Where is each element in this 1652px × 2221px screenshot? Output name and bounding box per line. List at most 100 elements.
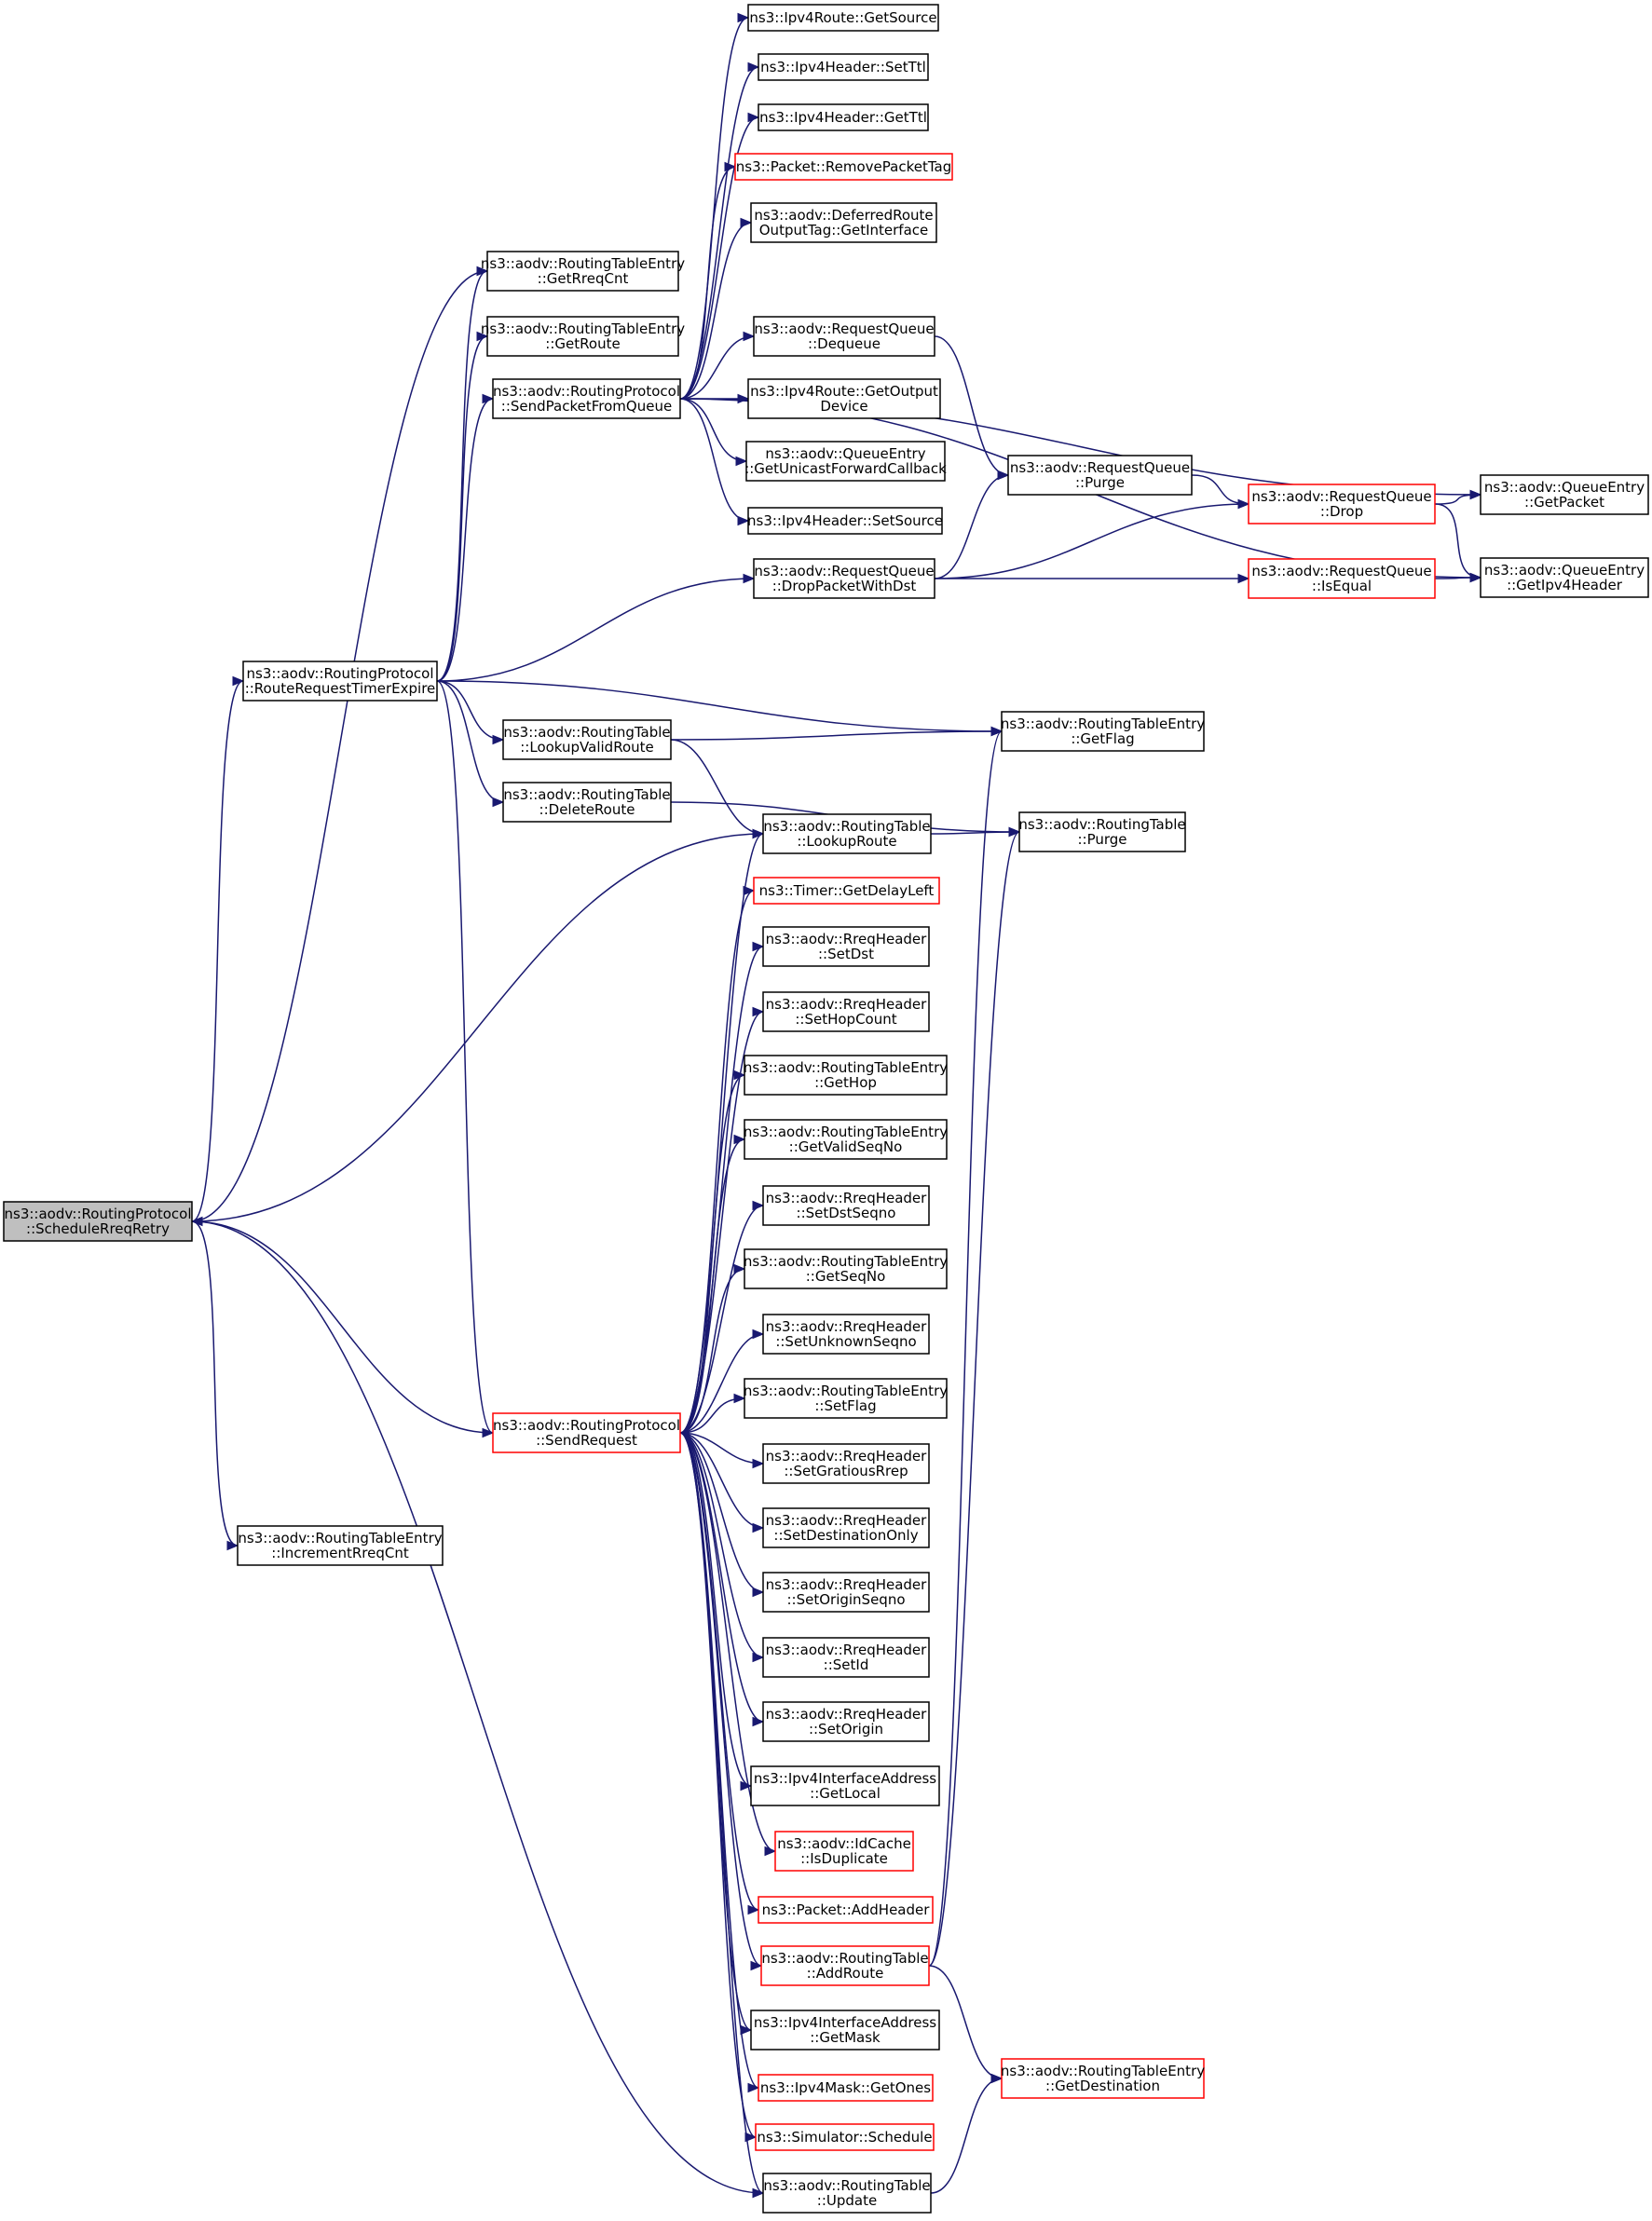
node-label-line: ns3::Ipv4Route::GetSource [749, 9, 936, 26]
node-ipv4header-get-ttl[interactable]: ns3::Ipv4Header::GetTtl [758, 103, 929, 131]
edge-line [679, 1432, 764, 1593]
node-ipv4header-set-ttl[interactable]: ns3::Ipv4Header::SetTtl [758, 53, 929, 81]
edge-line [679, 946, 764, 1434]
node-simulator-schedule[interactable]: ns3::Simulator::Schedule [755, 2123, 935, 2151]
node-box [1018, 811, 1186, 852]
node-send-request[interactable]: ns3::aodv::RoutingProtocol::SendRequest [492, 1412, 681, 1453]
node-idcache-is-duplicate[interactable]: ns3::aodv::IdCache::IsDuplicate [774, 1831, 914, 1872]
node-rte-get-flag[interactable]: ns3::aodv::RoutingTableEntry::GetFlag [1001, 711, 1205, 752]
node-box [762, 1185, 930, 1226]
node-route-request-timer-expire[interactable]: ns3::aodv::RoutingProtocol::RouteRequest… [242, 661, 438, 702]
node-rte-set-flag[interactable]: ns3::aodv::RoutingTableEntry::SetFlag [744, 1378, 948, 1419]
edge-send-request-to-rreq-set-origin-seqno [679, 1432, 765, 1598]
node-box [762, 1701, 930, 1742]
node-box [744, 1378, 948, 1419]
node-label-line: ns3::aodv::RoutingTableEntry [481, 320, 685, 337]
node-label-line: ns3::aodv::RreqHeader [766, 1448, 927, 1465]
node-ipv4ia-get-local[interactable]: ns3::Ipv4InterfaceAddress::GetLocal [750, 1765, 940, 1806]
edge-line [679, 222, 752, 400]
edge-send-request-to-routing-table-update [679, 1432, 765, 2199]
arrowhead [747, 112, 760, 123]
node-label-line: ::Purge [1075, 474, 1125, 491]
node-box [1007, 455, 1193, 496]
node-rte-get-valid-seq-no[interactable]: ns3::aodv::RoutingTableEntry::GetValidSe… [744, 1119, 948, 1160]
node-deferred-get-interface[interactable]: ns3::aodv::DeferredRouteOutputTag::GetIn… [750, 202, 937, 243]
arrowhead [190, 1216, 203, 1227]
node-queue-entry-get-packet[interactable]: ns3::aodv::QueueEntry::GetPacket [1480, 474, 1649, 515]
node-rreq-set-hop-count[interactable]: ns3::aodv::RreqHeader::SetHopCount [762, 991, 930, 1032]
node-box [237, 1525, 444, 1566]
arrowhead [1008, 826, 1021, 838]
node-request-queue-drop-packet-with-dst[interactable]: ns3::aodv::RequestQueue::DropPacketWithD… [753, 558, 935, 599]
edge-routing-table-update-to-rte-get-destination [930, 2073, 1003, 2194]
node-rreq-set-origin[interactable]: ns3::aodv::RreqHeader::SetOrigin [762, 1701, 930, 1742]
node-timer-get-delay-left[interactable]: ns3::Timer::GetDelayLeft [753, 877, 940, 905]
node-get-route[interactable]: ns3::aodv::RoutingTableEntry::GetRoute [481, 316, 685, 357]
node-request-queue-drop[interactable]: ns3::aodv::RequestQueue::Drop [1248, 484, 1436, 525]
edge-send-request-to-ipv4ia-get-local [679, 1432, 753, 1792]
node-rreq-set-gratious-rrep[interactable]: ns3::aodv::RreqHeader::SetGratiousRrep [762, 1443, 930, 1484]
arrowhead [740, 1780, 753, 1792]
edge-line [679, 1138, 745, 1434]
edge-line [679, 1432, 764, 1658]
edge-line [930, 2078, 1003, 2194]
node-rreq-set-destination-only[interactable]: ns3::aodv::RreqHeader::SetDestinationOnl… [762, 1507, 930, 1548]
node-rreq-set-dst-seqno[interactable]: ns3::aodv::RreqHeader::SetDstSeqno [762, 1185, 930, 1226]
edge-send-request-to-rreq-set-unknown-seqno [679, 1329, 765, 1434]
edge-line [679, 1432, 764, 2194]
node-routing-table-lookup-route[interactable]: ns3::aodv::RoutingTable::LookupRoute [762, 813, 932, 854]
node-label-line: ::GetDestination [1045, 2078, 1160, 2094]
arrowhead [990, 2073, 1003, 2084]
node-label-line: ::GetRreqCnt [538, 270, 629, 287]
node-ipv4mask-get-ones[interactable]: ns3::Ipv4Mask::GetOnes [758, 2074, 934, 2102]
node-label-line: ns3::aodv::RequestQueue [754, 320, 934, 337]
node-request-queue-purge[interactable]: ns3::aodv::RequestQueue::Purge [1007, 455, 1193, 496]
node-box [755, 2123, 935, 2151]
node-delete-route[interactable]: ns3::aodv::RoutingTable::DeleteRoute [502, 782, 672, 823]
node-get-rreq-cnt[interactable]: ns3::aodv::RoutingTableEntry::GetRreqCnt [481, 251, 685, 292]
node-label-line: ::SetFlag [814, 1397, 876, 1414]
edge-request-queue-drop-to-queue-entry-get-packet [1434, 489, 1482, 505]
node-request-queue-is-equal[interactable]: ns3::aodv::RequestQueue::IsEqual [1248, 558, 1436, 599]
node-schedule-rreq-retry[interactable]: ns3::aodv::RoutingProtocol::ScheduleRreq… [3, 1201, 193, 1242]
node-request-queue-dequeue[interactable]: ns3::aodv::RequestQueue::Dequeue [753, 316, 935, 357]
node-packet-remove-packet-tag[interactable]: ns3::Packet::RemovePacketTag [734, 153, 953, 181]
edge-route-request-timer-expire-to-send-packet-from-queue [436, 393, 495, 682]
edge-line [679, 1432, 759, 2089]
node-rreq-set-id[interactable]: ns3::aodv::RreqHeader::SetId [762, 1637, 930, 1678]
arrowhead [735, 456, 748, 467]
edge-send-request-to-rreq-set-dst [679, 941, 765, 1434]
node-lookup-valid-route[interactable]: ns3::aodv::RoutingTable::LookupValidRout… [502, 719, 672, 760]
node-box [753, 877, 940, 905]
arrowhead [752, 1522, 765, 1533]
node-queue-entry-get-ucb[interactable]: ns3::aodv::QueueEntry::GetUnicastForward… [744, 441, 947, 482]
node-send-packet-from-queue[interactable]: ns3::aodv::RoutingProtocol::SendPacketFr… [492, 378, 681, 419]
node-queue-entry-get-ipv4-header[interactable]: ns3::aodv::QueueEntry::GetIpv4Header [1480, 557, 1649, 598]
node-label-line: ns3::aodv::RoutingTableEntry [1001, 2063, 1205, 2079]
node-label-line: ns3::Ipv4Header::SetTtl [760, 59, 926, 75]
edge-line [679, 1432, 764, 1529]
arrowhead [232, 675, 245, 687]
arrowhead [752, 1458, 765, 1469]
node-rreq-set-dst[interactable]: ns3::aodv::RreqHeader::SetDst [762, 926, 930, 967]
node-routing-table-purge[interactable]: ns3::aodv::RoutingTable::Purge [1018, 811, 1186, 852]
node-rreq-set-unknown-seqno[interactable]: ns3::aodv::RreqHeader::SetUnknownSeqno [762, 1314, 930, 1355]
node-routing-table-update[interactable]: ns3::aodv::RoutingTable::Update [762, 2173, 932, 2214]
node-label-line: ns3::aodv::RoutingTableEntry [238, 1530, 442, 1547]
node-label-line: ns3::aodv::RoutingTableEntry [481, 255, 685, 272]
node-rte-get-seq-no[interactable]: ns3::aodv::RoutingTableEntry::GetSeqNo [744, 1248, 948, 1289]
node-label-line: ns3::Simulator::Schedule [757, 2129, 932, 2146]
node-increment-rreq-cnt[interactable]: ns3::aodv::RoutingTableEntry::IncrementR… [237, 1525, 444, 1566]
node-rreq-set-origin-seqno[interactable]: ns3::aodv::RreqHeader::SetOriginSeqno [762, 1572, 930, 1613]
node-ipv4ia-get-mask[interactable]: ns3::Ipv4InterfaceAddress::GetMask [750, 2010, 940, 2051]
node-ipv4header-set-source[interactable]: ns3::Ipv4Header::SetSource [747, 507, 943, 535]
node-label-line: ns3::aodv::RoutingProtocol [493, 1417, 680, 1434]
node-rte-get-hop[interactable]: ns3::aodv::RoutingTableEntry::GetHop [744, 1055, 948, 1096]
edge-route-request-timer-expire-to-request-queue-drop-packet-with-dst [436, 573, 756, 682]
node-label-line: ns3::aodv::RreqHeader [766, 1190, 927, 1206]
node-packet-add-header[interactable]: ns3::Packet::AddHeader [758, 1896, 934, 1924]
node-routing-table-add-route[interactable]: ns3::aodv::RoutingTable::AddRoute [760, 1945, 930, 1986]
node-ipv4route-get-source[interactable]: ns3::Ipv4Route::GetSource [747, 4, 939, 32]
node-rte-get-destination[interactable]: ns3::aodv::RoutingTableEntry::GetDestina… [1001, 2058, 1205, 2099]
